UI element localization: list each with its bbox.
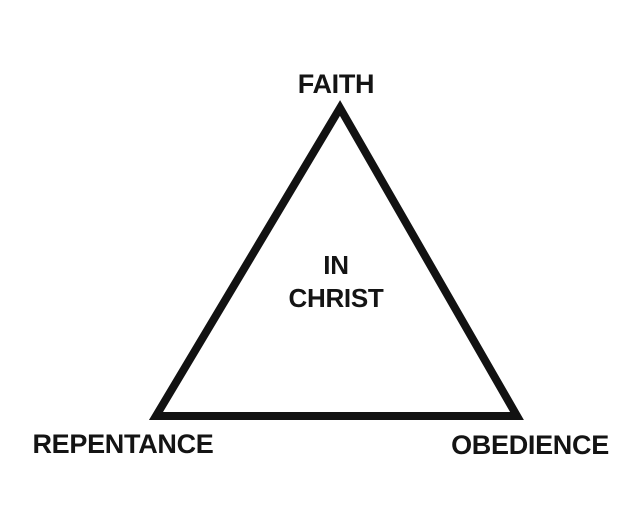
repentance-label: REPENTANCE [32, 429, 214, 460]
faith-label: FAITH [297, 69, 375, 100]
in-christ-line1: IN [323, 250, 349, 280]
obedience-label: OBEDIENCE [451, 430, 609, 461]
in-christ-label: IN CHRIST [289, 249, 384, 315]
in-christ-line2: CHRIST [288, 283, 384, 313]
triangle-outline [148, 100, 524, 420]
